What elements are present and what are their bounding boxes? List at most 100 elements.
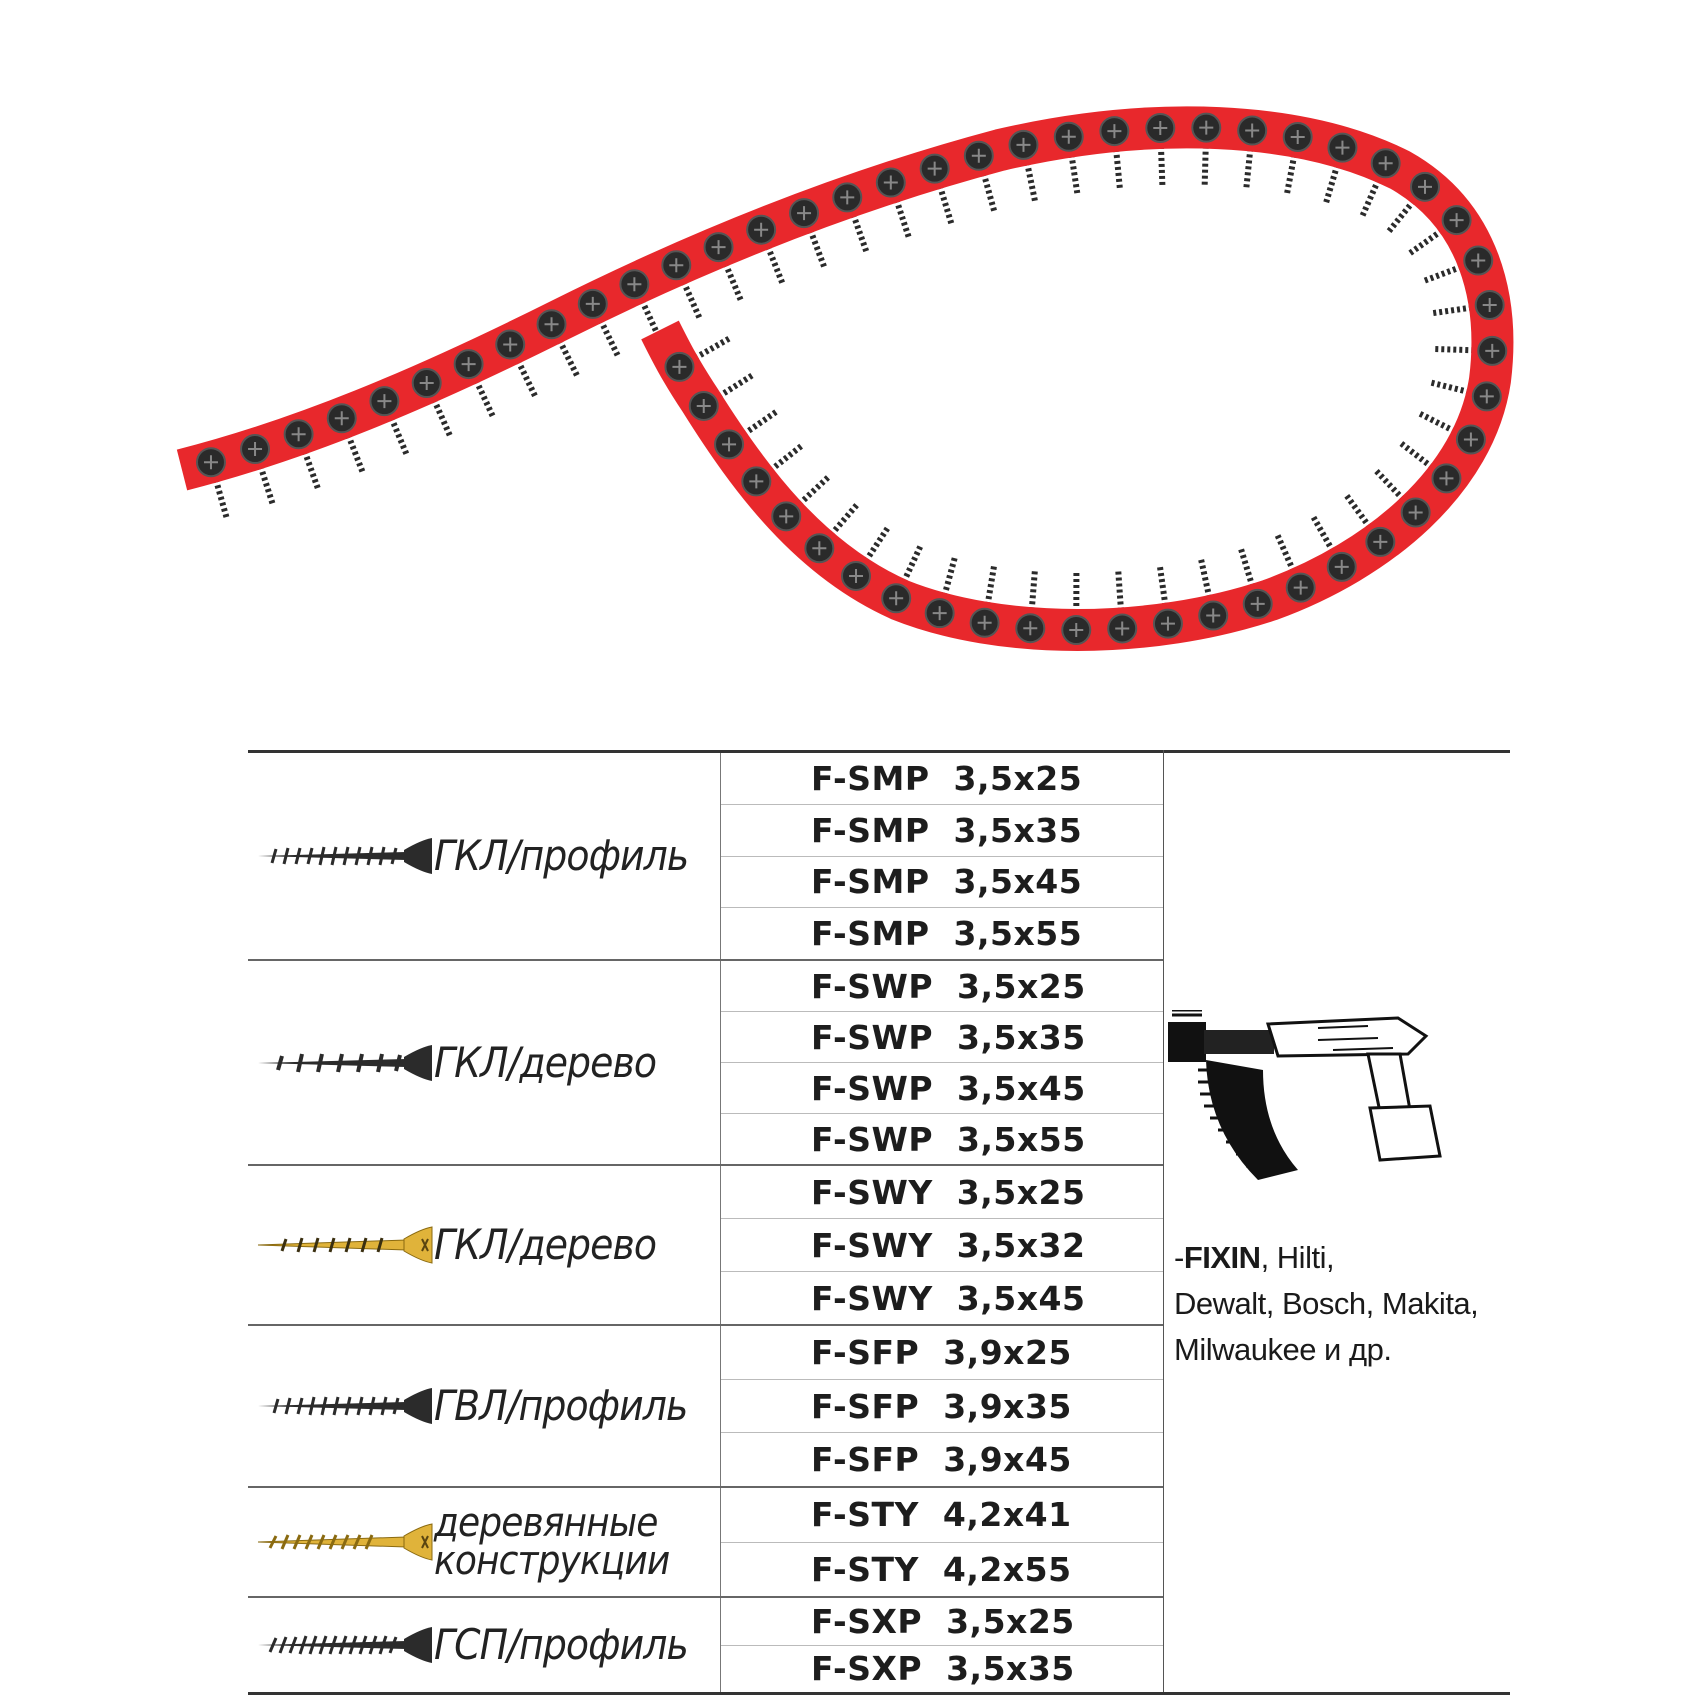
product-code: F-SWP 3,5x55: [811, 1119, 1086, 1159]
strip-screw-shank: [1156, 563, 1171, 625]
code-row: F-SWP 3,5x55: [721, 1114, 1163, 1164]
strip-screw-shank: [1384, 184, 1428, 236]
phillips-cross: [1245, 123, 1260, 138]
strip-screw-shanks: [208, 127, 1493, 631]
code-row: F-SMP 3,5x35: [721, 805, 1163, 857]
column-divider: [1163, 750, 1164, 1695]
phillips-cross: [849, 568, 864, 583]
phillips-cross: [1069, 622, 1084, 637]
strip-screw-shank: [844, 196, 871, 255]
phillips-cross: [248, 442, 263, 457]
phillips-cross: [461, 357, 476, 372]
code-row: F-SWP 3,5x25: [721, 961, 1163, 1012]
brand-prefix: -: [1174, 1240, 1184, 1275]
code-row: F-SWP 3,5x35: [721, 1012, 1163, 1063]
black-fine-screw-icon: [258, 1388, 432, 1424]
strip-screw-shank: [1322, 146, 1346, 207]
strip-screw-shank: [715, 245, 745, 304]
phillips-cross: [1482, 297, 1497, 312]
application-label: ГВЛ/профиль: [434, 1381, 688, 1430]
phillips-cross: [722, 437, 737, 452]
strip-screw-shank: [1372, 466, 1418, 515]
phillips-cross: [1023, 621, 1038, 636]
phillips-cross: [812, 541, 827, 556]
phillips-cross: [1107, 124, 1122, 139]
phillips-cross: [1378, 156, 1393, 171]
strip-screw-heads: [195, 112, 1508, 645]
product-code: F-SWY 3,5x32: [811, 1225, 1086, 1265]
phillips-cross: [1485, 343, 1500, 358]
product-code: F-SFP 3,9x25: [811, 1332, 1072, 1372]
phillips-cross: [1153, 120, 1168, 135]
application-label: ГСП/профиль: [434, 1620, 689, 1669]
strip-screw-shank: [1309, 513, 1345, 569]
application-label: ГКЛ/дерево: [434, 1220, 657, 1269]
strip-screw-shank: [1273, 531, 1304, 589]
phillips-cross: [1463, 432, 1478, 447]
screw-group-gsp-profile: ГСП/профиль F-SXP 3,5x25 F-SXP 3,5x35: [248, 1598, 1163, 1692]
strip-screw-shank: [1358, 162, 1389, 220]
strip-screw-shank: [1157, 127, 1166, 189]
phillips-cross: [203, 455, 218, 470]
collated-screw-strip-image: [176, 106, 1514, 651]
product-code: F-SWP 3,5x25: [811, 966, 1086, 1006]
strip-screw-shank: [465, 362, 497, 420]
product-code: F-SWY 3,5x45: [811, 1278, 1086, 1318]
tool-compatibility-panel: -FIXIN, Hilti, Dewalt, Bosch, Makita, Mi…: [1168, 1010, 1508, 1450]
strip-screw-shank: [295, 433, 322, 492]
strip-screw-shank: [893, 542, 925, 600]
product-code: F-SMP 3,5x55: [811, 914, 1083, 954]
code-row: F-SXP 3,5x25: [721, 1598, 1163, 1646]
phillips-cross: [669, 258, 684, 273]
phillips-cross: [1373, 534, 1388, 549]
application-label: ГКЛ/дерево: [434, 1037, 657, 1087]
strip-screw-shank: [1416, 409, 1473, 443]
strip-screw-shank: [1197, 556, 1217, 617]
application-label-line2: конструкции: [434, 1538, 670, 1584]
table-bottom-rule: [248, 1692, 1510, 1695]
strip-screw-shank: [548, 322, 581, 380]
strip-screw-shank: [981, 563, 998, 624]
product-code: F-SMP 3,5x35: [811, 810, 1083, 850]
phillips-cross: [1293, 580, 1308, 595]
screw-group-gkl-profile: ГКЛ/профиль F-SMP 3,5x25 F-SMP 3,5x35 F-…: [248, 753, 1163, 961]
phillips-cross: [291, 427, 306, 442]
strip-screw-shank: [1342, 491, 1383, 544]
phillips-cross: [754, 222, 769, 237]
product-code: F-SMP 3,5x45: [811, 862, 1083, 902]
code-row: F-SXP 3,5x35: [721, 1646, 1163, 1693]
phillips-cross: [544, 317, 559, 332]
strip-screw-shank: [1111, 130, 1124, 192]
code-row: F-STY 4,2x55: [721, 1543, 1163, 1597]
phillips-cross: [779, 509, 794, 524]
phillips-cross: [1206, 608, 1221, 623]
strip-screw-shank: [338, 417, 367, 476]
phillips-cross: [334, 411, 349, 426]
strip-screw-shank: [208, 461, 231, 521]
yellow-wood-screw-icon: [257, 1226, 433, 1264]
product-code: F-SMP 3,5x25: [811, 758, 1083, 798]
strip-screw-shank: [423, 381, 454, 440]
code-row: F-SWY 3,5x32: [721, 1219, 1163, 1272]
phillips-cross: [1115, 621, 1130, 636]
phillips-cross: [1471, 253, 1486, 268]
application-label-line1: деревянные: [434, 1500, 658, 1546]
code-row: F-SFP 3,9x25: [721, 1326, 1163, 1380]
phillips-cross: [840, 190, 855, 205]
phillips-cross: [1250, 596, 1265, 611]
strip-screw-shank: [677, 334, 734, 370]
phillips-cross: [627, 277, 642, 292]
black-gsp-screw-icon: [258, 1627, 432, 1663]
strip-screw-shank: [1201, 127, 1210, 188]
strip-screw-shank: [727, 407, 781, 447]
strip-screw-shank: [1432, 345, 1493, 354]
phillips-cross: [1160, 616, 1175, 631]
phillips-cross: [1334, 559, 1349, 574]
strip-screw-shank: [853, 524, 892, 578]
strip-screw-shank: [507, 343, 539, 400]
strip-screw-shank: [936, 554, 959, 614]
brands-line3: Milwaukee и др.: [1174, 1332, 1392, 1367]
phillips-cross: [797, 206, 812, 221]
strip-screw-shank: [1027, 568, 1039, 629]
product-code: F-SWP 3,5x35: [811, 1017, 1086, 1057]
